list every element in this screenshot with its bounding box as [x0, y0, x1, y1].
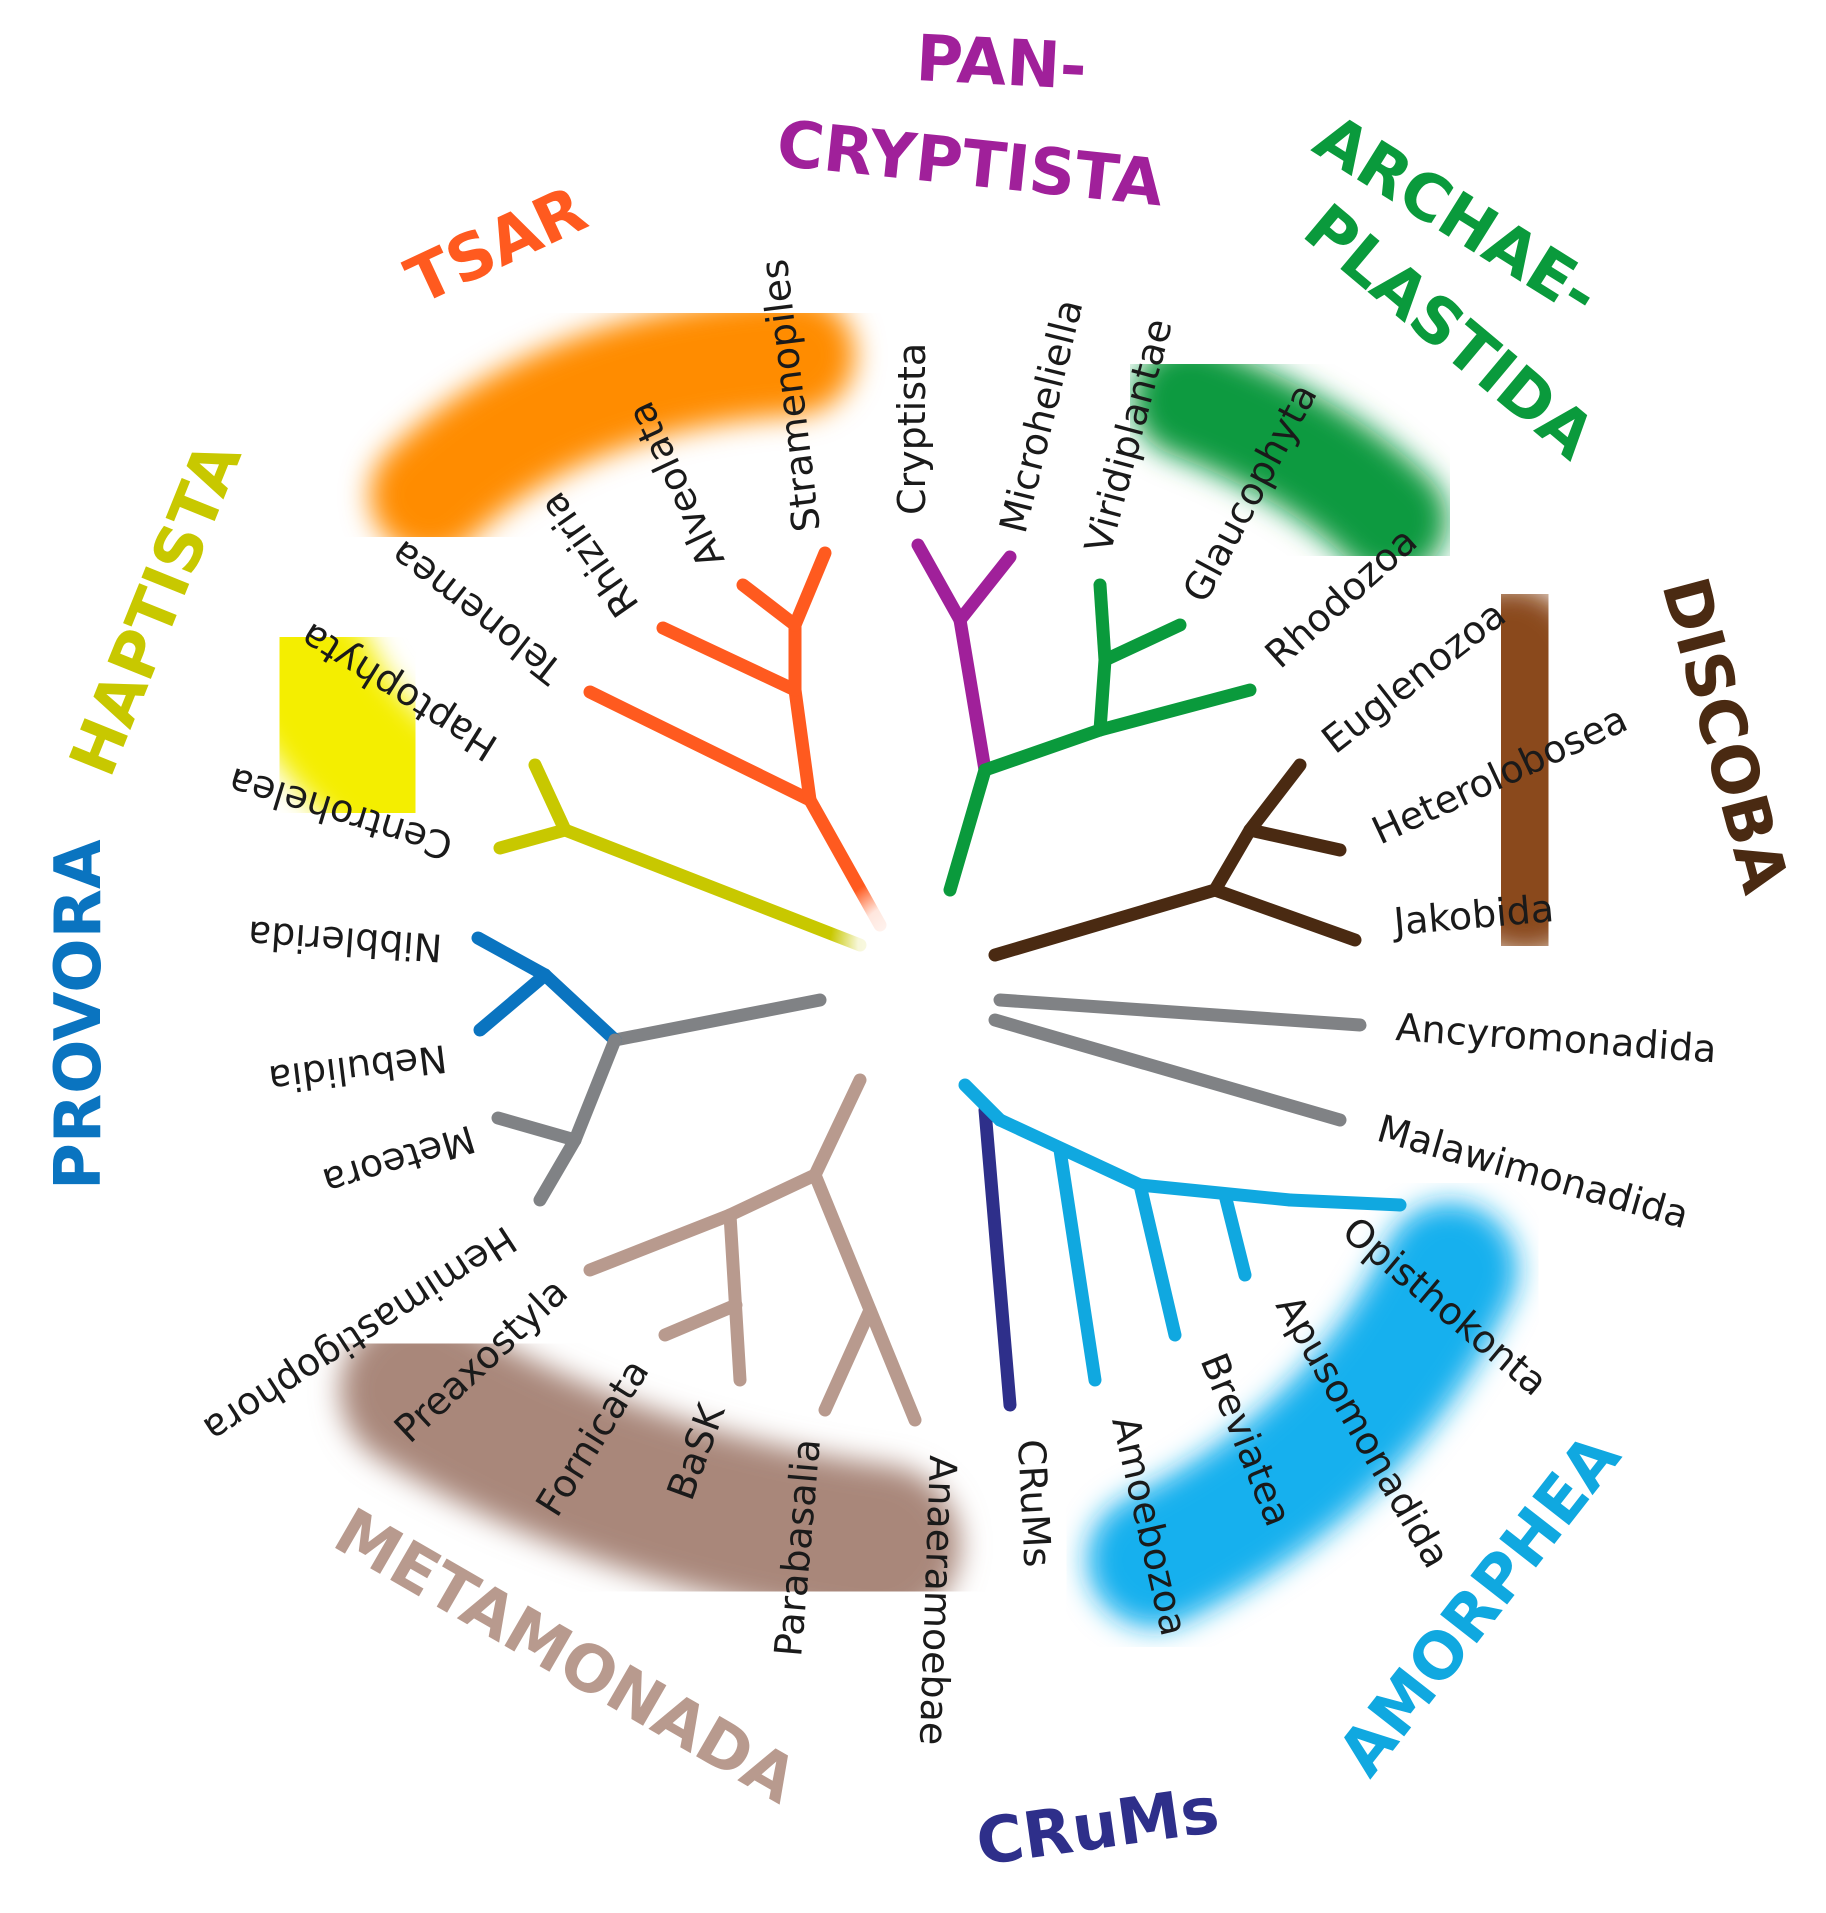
branch-stramenopiles [788, 546, 832, 632]
band-archaeplastida [1132, 342, 1448, 578]
branch-discoba-stem [988, 883, 1222, 962]
branch-pancryptista-stem [953, 613, 992, 777]
branch-crums [978, 1103, 1017, 1412]
supergroup-crums: CRuMs [972, 1774, 1224, 1881]
supergroup-pancryptista-line2: CRYPTISTA [773, 107, 1167, 221]
branch-telonemea [583, 685, 817, 807]
branch-haptista-stem [558, 823, 867, 952]
band-amorphea [1087, 1202, 1518, 1628]
label-meteora: Meteora [318, 1116, 481, 1204]
branch-amorphea-stem [958, 1078, 1007, 1127]
branch-jakobida [1208, 883, 1362, 947]
branch-alveolata [736, 578, 802, 632]
branch-nibblerida [471, 931, 552, 982]
branch-anaeramoebae [808, 1168, 922, 1427]
branch-rhodozoa [1093, 683, 1257, 737]
branch-fornicata [658, 1298, 743, 1342]
branch-parabasalia-stem [818, 1303, 877, 1417]
branch-viridiplantae [1093, 578, 1112, 667]
branch-archae-stem1 [943, 763, 992, 897]
branch-centrohelea [493, 823, 572, 855]
label-crums: CRuMs [1009, 1438, 1060, 1568]
branch-grey-stem [608, 993, 827, 1047]
band-metamonada [340, 1310, 960, 1625]
branch-amorphea-inner [1133, 1178, 1297, 1207]
supergroup-tsar: TSAR [395, 173, 597, 320]
branch-glaucophyta [1098, 618, 1187, 667]
branch-archae-stem2 [978, 723, 1107, 777]
band-discoba [1435, 585, 1615, 955]
band-tsar [370, 295, 855, 555]
branch-cryptista [911, 538, 967, 627]
branch-amorphea-main [993, 1113, 1147, 1192]
supergroup-pancryptista-line1: PAN- [914, 22, 1088, 105]
branch-apusomonadida [1218, 1188, 1252, 1282]
branch-archae-inner [1093, 653, 1112, 737]
supergroup-discoba: DISCOBA [1647, 570, 1802, 901]
label-telonemea: Telonemea [382, 532, 571, 694]
branch-malawimonadida [988, 1013, 1347, 1127]
branch-nebulidia [473, 968, 552, 1037]
branch-breviatea [1133, 1178, 1182, 1342]
label-rhiziria: Rhiziria [530, 484, 647, 625]
branch-grey-lower [568, 1033, 622, 1147]
band-haptista [235, 600, 460, 850]
branch-rhiziria [656, 621, 802, 697]
group-bands [230, 285, 1615, 1638]
branch-euglenozoa [1243, 758, 1307, 837]
branch-heterolobosea [1243, 823, 1347, 857]
branch-discoba-inner [1208, 823, 1257, 897]
branch-haptophyta [528, 758, 572, 837]
branch-microheliella [953, 550, 1017, 627]
supergroup-haptista: HAPTISTA [56, 432, 257, 786]
branch-tsar-inner [788, 683, 817, 807]
branch-metamonada-inner [723, 1168, 822, 1222]
label-anaeramoebae: Anaeramoebae [911, 1455, 965, 1746]
label-ancyromonadida: Ancyromonadida [1394, 1005, 1718, 1071]
branch-amoebozoa [1053, 1143, 1102, 1387]
group-branches [471, 538, 1407, 1427]
branch-preaxostyla [583, 1208, 737, 1277]
center-fade [825, 870, 975, 1020]
supergroup-provora: PROVORA [42, 839, 116, 1190]
branch-metamonada-inner2 [723, 1208, 747, 1387]
branch-ancyromonadida [993, 993, 1367, 1032]
branch-metamonada-stem [808, 1073, 867, 1182]
branch-opisthokonta [1283, 1193, 1407, 1212]
branch-provora-stem [538, 968, 622, 1047]
label-cryptista: Cryptista [890, 343, 934, 515]
branch-meteora [491, 1111, 582, 1147]
branch-hemimastigophora [533, 1133, 582, 1207]
